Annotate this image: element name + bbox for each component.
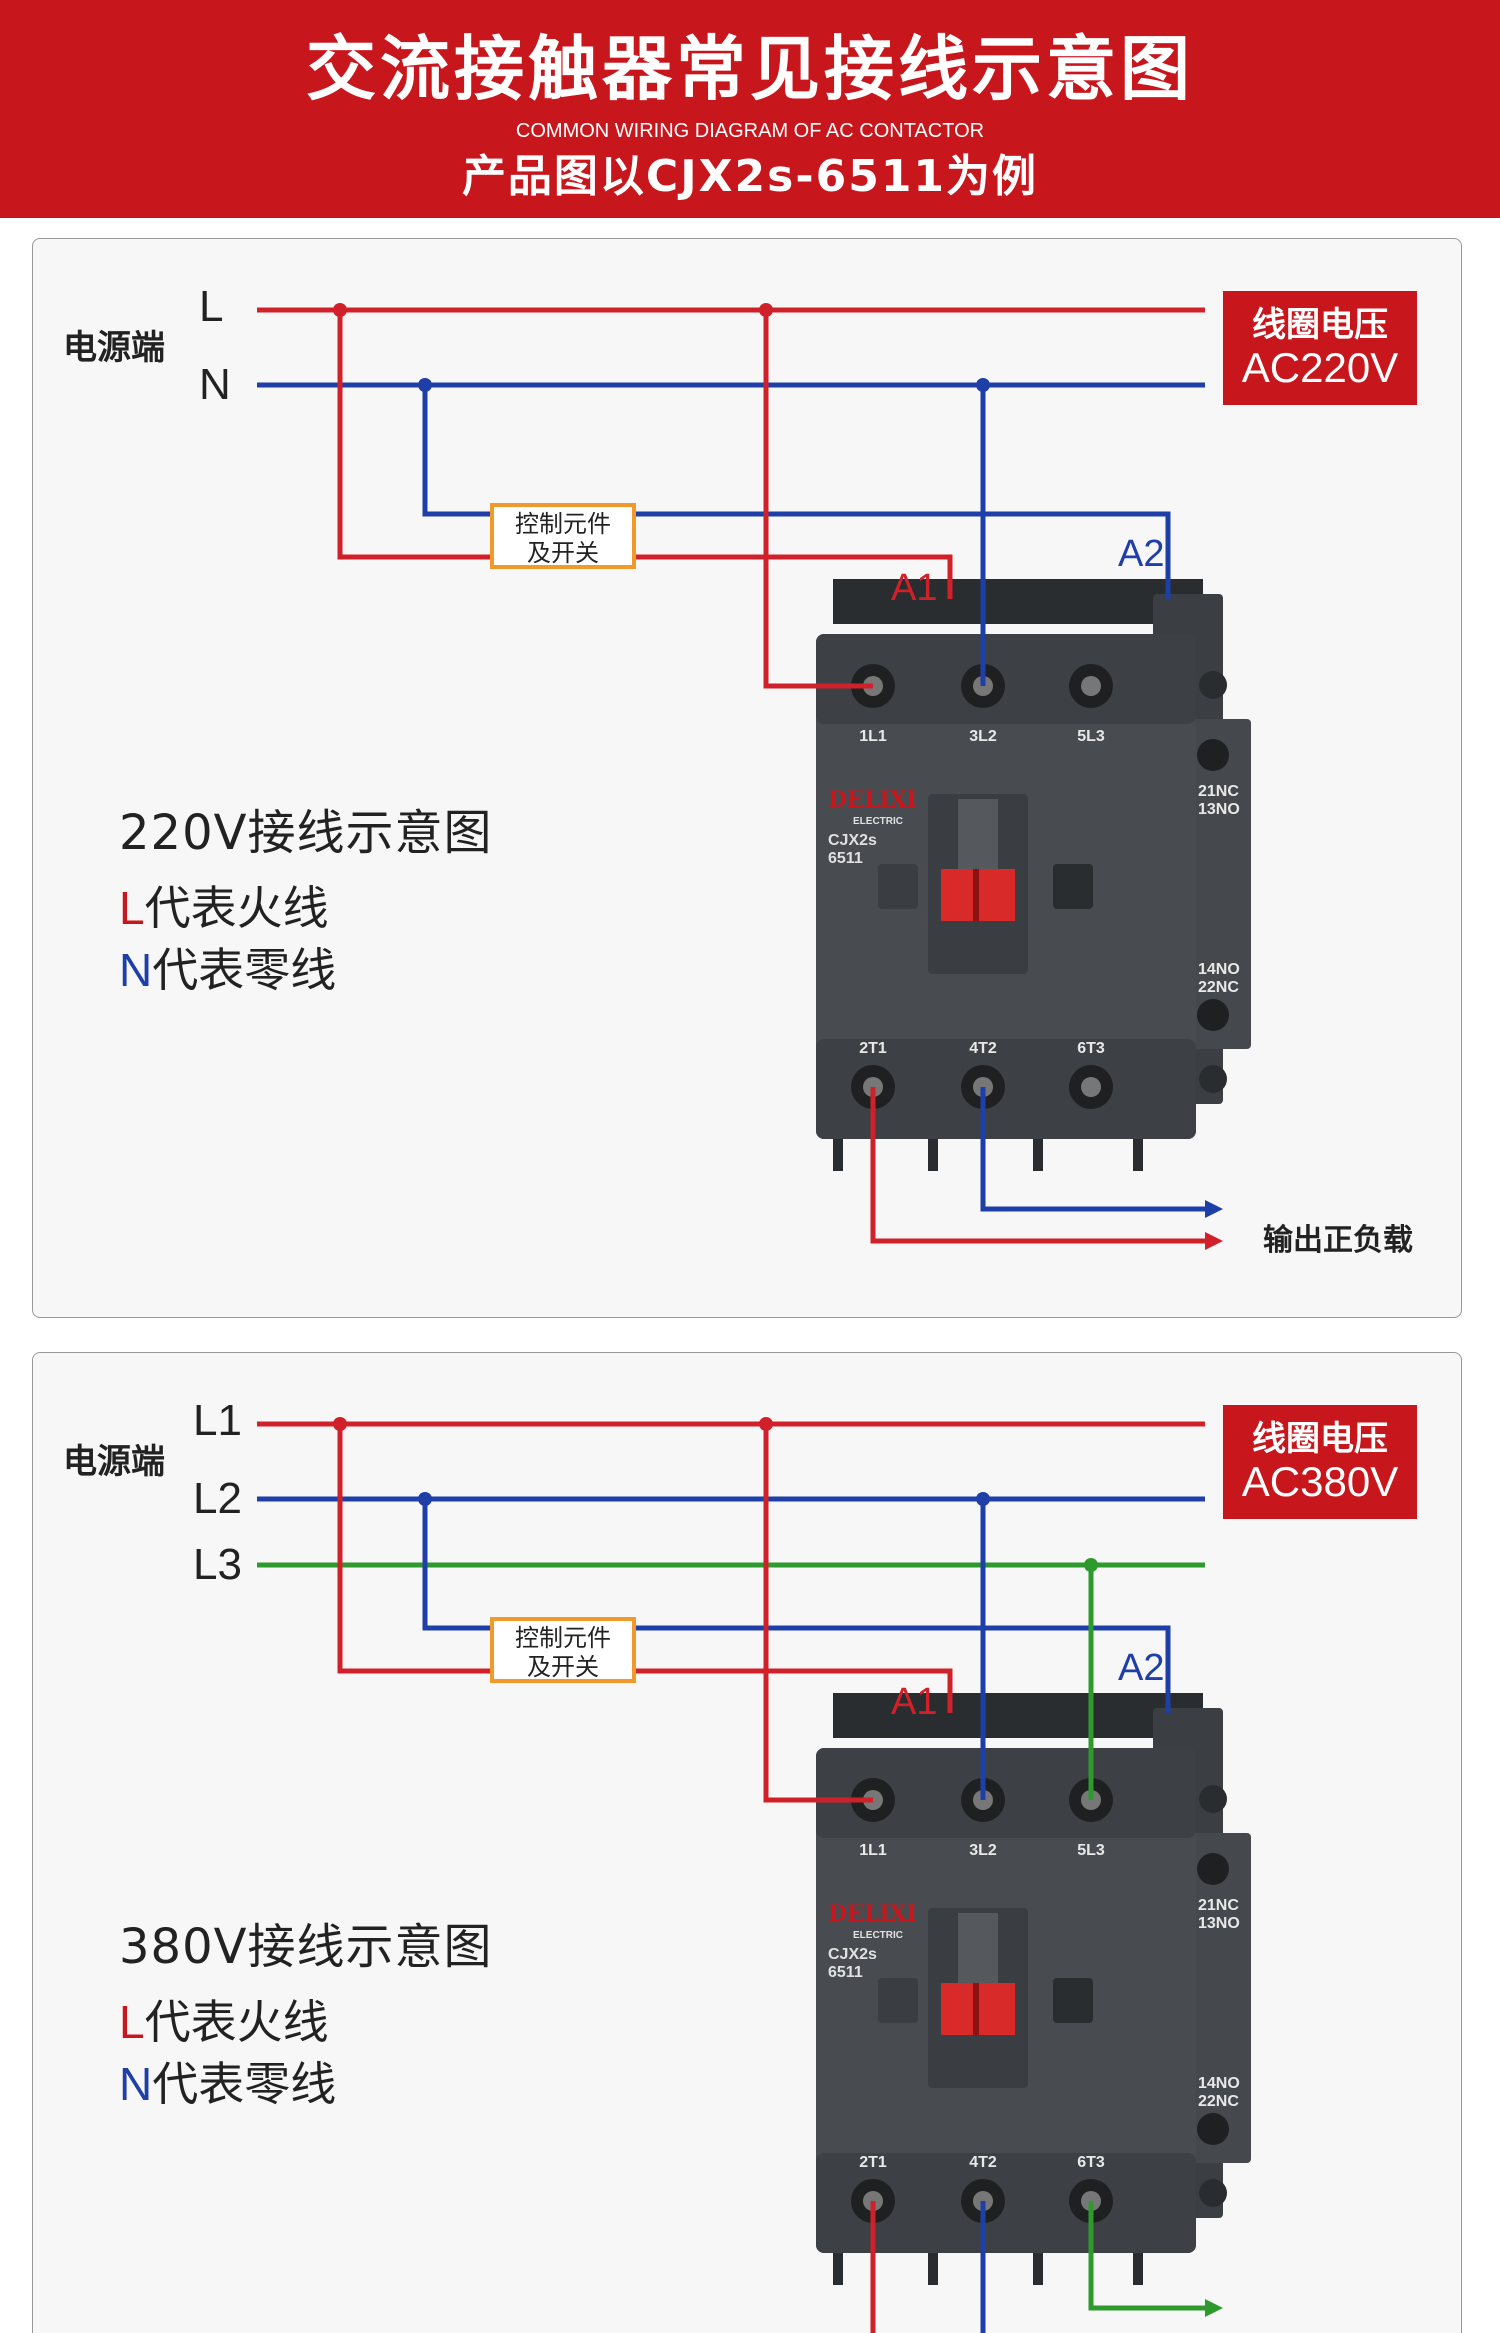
control-switch-box: 控制元件 及开关 bbox=[490, 1617, 636, 1683]
aux-label: 14NO bbox=[1198, 961, 1240, 978]
control-box-line: 及开关 bbox=[527, 539, 599, 567]
terminal-label: 3L2 bbox=[969, 1842, 997, 1859]
line-label-l2: L2 bbox=[193, 1474, 242, 1523]
brand-sub: ELECTRIC bbox=[853, 1930, 903, 1941]
control-live-wire bbox=[337, 310, 490, 560]
a2-wire bbox=[636, 1625, 1171, 1713]
aux-label: 13NO bbox=[1198, 801, 1240, 818]
brand-logo: DELIXI bbox=[828, 1901, 917, 1927]
junction-dot bbox=[418, 378, 432, 392]
terminal-label: 1L1 bbox=[859, 728, 887, 745]
aux-label: 21NC bbox=[1198, 1897, 1239, 1914]
l1-feed bbox=[763, 310, 873, 689]
arrow-right-icon bbox=[1205, 2299, 1223, 2317]
junction-dot bbox=[333, 1417, 347, 1431]
source-label: 电源端 bbox=[63, 328, 165, 368]
model-label: 6511 bbox=[828, 850, 863, 867]
diagram-title: 380V接线示意图 bbox=[119, 1919, 493, 1975]
terminal-label: 4T2 bbox=[969, 1040, 997, 1057]
wiring-panel-220v: 1L1 3L2 5L3 2T1 4T2 6T3 21NC 13NO 14NO 2… bbox=[32, 238, 1462, 1318]
load-neutral-out bbox=[980, 1087, 1208, 1212]
aux-label: 22NC bbox=[1198, 2093, 1239, 2110]
coil-voltage: AC380V bbox=[1241, 1458, 1399, 1505]
terminal-label: 2T1 bbox=[859, 2154, 887, 2171]
aux-label: 21NC bbox=[1198, 783, 1239, 800]
contactor-device: 1L1 3L2 5L3 2T1 4T2 6T3 21NC 13NO 14NO 2… bbox=[816, 579, 1251, 1171]
terminal-label: 2T1 bbox=[859, 1040, 887, 1057]
coil-title: 线圈电压 bbox=[1252, 305, 1388, 345]
contactor-device: 1L1 3L2 5L3 2T1 4T2 6T3 21NC 13NO 14NO 2… bbox=[816, 1693, 1251, 2285]
terminal-a1: A1 bbox=[891, 1681, 938, 1723]
diagram-title: 220V接线示意图 bbox=[119, 805, 493, 861]
coil-title: 线圈电压 bbox=[1252, 1419, 1388, 1459]
output-load-label: 输出正负载 bbox=[1263, 1223, 1413, 1258]
terminal-label: 4T2 bbox=[969, 2154, 997, 2171]
legend-live: L代表火线 bbox=[119, 1995, 329, 2049]
terminal-a2: A2 bbox=[1118, 1647, 1165, 1689]
brand-sub: ELECTRIC bbox=[853, 816, 903, 827]
arrow-right-icon bbox=[1205, 1232, 1223, 1250]
terminal-label: 5L3 bbox=[1077, 728, 1105, 745]
control-l1-wire bbox=[337, 1424, 490, 1674]
junction-dot bbox=[759, 303, 773, 317]
brand-logo: DELIXI bbox=[828, 787, 917, 813]
model-label: CJX2s bbox=[828, 1946, 877, 1963]
legend-neutral: N代表零线 bbox=[119, 2057, 337, 2111]
aux-label: 22NC bbox=[1198, 979, 1239, 996]
control-neutral-wire bbox=[422, 385, 490, 517]
control-box-line: 及开关 bbox=[527, 1653, 599, 1681]
terminal-label: 6T3 bbox=[1077, 2154, 1105, 2171]
junction-dot bbox=[976, 378, 990, 392]
a1-wire bbox=[636, 554, 953, 599]
terminal-label: 6T3 bbox=[1077, 1040, 1105, 1057]
junction-dot bbox=[976, 1492, 990, 1506]
load-out-3 bbox=[1088, 2201, 1208, 2311]
junction-dot bbox=[418, 1492, 432, 1506]
control-switch-box: 控制元件 及开关 bbox=[490, 503, 636, 569]
wiring-diagram-380v: 1L1 3L2 5L3 2T1 4T2 6T3 21NC 13NO 14NO 2… bbox=[257, 1417, 1251, 2333]
wires bbox=[257, 1421, 1208, 2333]
control-box-line: 控制元件 bbox=[515, 510, 611, 538]
wiring-panel-380v: 1L1 3L2 5L3 2T1 4T2 6T3 21NC 13NO 14NO 2… bbox=[32, 1352, 1462, 2333]
terminal-label: 1L1 bbox=[859, 1842, 887, 1859]
load-live-out bbox=[870, 1087, 1208, 1244]
control-l2-wire bbox=[422, 1499, 490, 1631]
junction-dot bbox=[759, 1417, 773, 1431]
arrow-right-icon bbox=[1205, 1200, 1223, 1218]
line-label-l1: L1 bbox=[193, 1396, 242, 1445]
aux-label: 13NO bbox=[1198, 1915, 1240, 1932]
header-banner: 交流接触器常见接线示意图 COMMON WIRING DIAGRAM OF AC… bbox=[0, 0, 1500, 218]
source-label: 电源端 bbox=[63, 1442, 165, 1482]
aux-label: 14NO bbox=[1198, 2075, 1240, 2092]
wires bbox=[257, 307, 1208, 1244]
legend-live: L代表火线 bbox=[119, 881, 329, 935]
junction-dot bbox=[333, 303, 347, 317]
terminal-label: 3L2 bbox=[969, 728, 997, 745]
junction-dot bbox=[1084, 1558, 1098, 1572]
line-label-l: L bbox=[199, 282, 224, 331]
page-title: 交流接触器常见接线示意图 bbox=[306, 28, 1194, 110]
terminal-label: 5L3 bbox=[1077, 1842, 1105, 1859]
a2-wire bbox=[636, 511, 1171, 599]
wiring-diagram-220v: 1L1 3L2 5L3 2T1 4T2 6T3 21NC 13NO 14NO 2… bbox=[257, 303, 1251, 1250]
l1-feed bbox=[763, 1424, 873, 1803]
line-label-l3: L3 bbox=[193, 1540, 242, 1589]
a1-wire bbox=[636, 1668, 953, 1713]
control-box-line: 控制元件 bbox=[515, 1624, 611, 1652]
coil-voltage: AC220V bbox=[1241, 344, 1399, 391]
model-line: 产品图以CJX2s-6511为例 bbox=[461, 151, 1039, 202]
coil-voltage-badge: 线圈电压 AC220V bbox=[1223, 291, 1417, 405]
legend-neutral: N代表零线 bbox=[119, 943, 337, 997]
coil-voltage-badge: 线圈电压 AC380V bbox=[1223, 1405, 1417, 1519]
terminal-a1: A1 bbox=[891, 567, 938, 609]
terminal-a2: A2 bbox=[1118, 533, 1165, 575]
model-label: 6511 bbox=[828, 1964, 863, 1981]
page-subtitle: COMMON WIRING DIAGRAM OF AC CONTACTOR bbox=[515, 120, 985, 142]
line-label-n: N bbox=[199, 360, 231, 409]
model-label: CJX2s bbox=[828, 832, 877, 849]
